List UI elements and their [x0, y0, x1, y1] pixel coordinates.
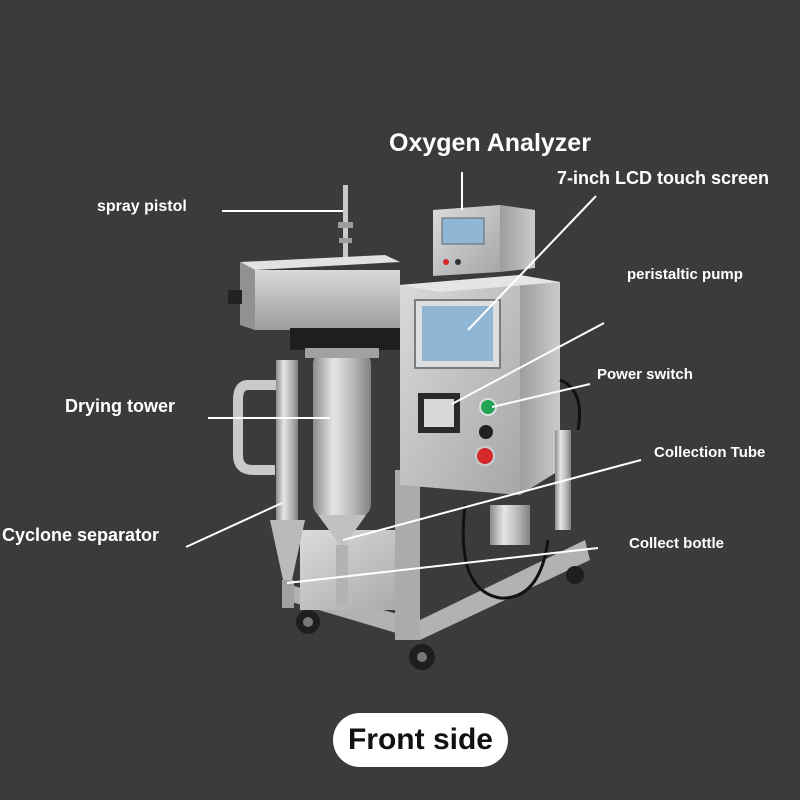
leader-lcd	[467, 195, 597, 331]
label-collect-bottle: Collect bottle	[629, 535, 725, 552]
label-collection-tube: Collection Tube	[654, 444, 766, 461]
leader-tube	[342, 459, 642, 541]
drying-tower-vessel	[305, 348, 379, 605]
leader-cyclone	[185, 502, 283, 548]
caption-text: Front side	[347, 723, 493, 756]
heater-housing	[228, 255, 400, 350]
label-cyclone-separator: Cyclone separator	[2, 525, 160, 545]
label-spray-pistol: spray pistol	[97, 198, 187, 215]
leader-bottle	[286, 547, 599, 584]
oxygen-analyzer-device	[433, 205, 535, 276]
leader-pump	[451, 322, 605, 405]
label-oxygen-analyzer: Oxygen Analyzer	[389, 129, 591, 157]
base-frame	[285, 470, 590, 640]
spray-nozzle	[338, 185, 353, 257]
label-power-switch: Power switch	[597, 366, 693, 383]
caption-badge: Front side	[333, 713, 508, 767]
label-lcd-screen: 7-inch LCD touch screen	[557, 168, 770, 188]
cyclone-separator-vessel	[233, 360, 305, 608]
label-peristaltic-pump: peristaltic pump	[627, 266, 743, 283]
leader-lines	[185, 172, 642, 584]
label-drying-tower: Drying tower	[65, 396, 176, 416]
leader-power	[491, 383, 591, 408]
caster-wheels	[296, 566, 584, 670]
control-cabinet	[400, 275, 560, 495]
